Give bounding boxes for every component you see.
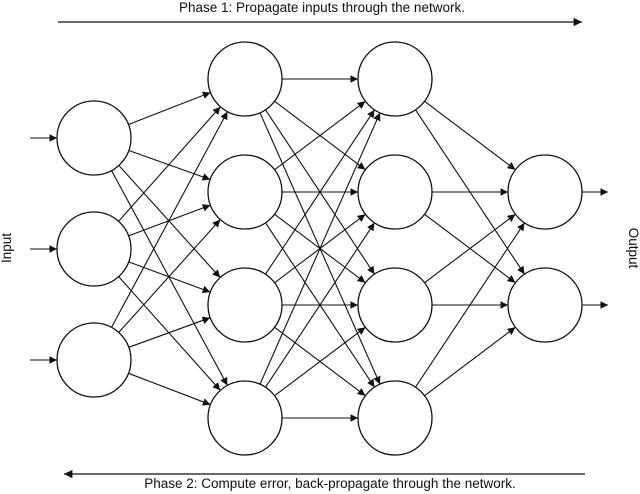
hidden2-neuron-1 xyxy=(357,41,433,117)
phase2-label: Phase 2: Compute error, back-propagate t… xyxy=(144,476,515,491)
connection-l3-3-to-1 xyxy=(424,213,516,284)
io-arrows xyxy=(30,134,608,364)
output-neuron-2 xyxy=(507,267,583,343)
input-label: Input xyxy=(0,233,14,263)
connection-l3-4-to-2 xyxy=(424,326,516,397)
connection-l3-1-to-1 xyxy=(424,100,516,171)
connection-l2-4-to-2 xyxy=(265,222,375,388)
hidden1-neuron-3 xyxy=(207,267,283,343)
phase1-label: Phase 1: Propagate inputs through the ne… xyxy=(179,0,465,15)
connection-l1-1-to-1 xyxy=(128,91,211,126)
connection-l2-4-to-1 xyxy=(259,112,381,385)
hidden1-neuron-4 xyxy=(207,380,283,456)
connection-l2-4-to-3 xyxy=(274,326,366,397)
connection-l1-2-to-3 xyxy=(128,261,211,294)
connection-l1-3-to-4 xyxy=(128,372,211,406)
connection-l1-3-to-2 xyxy=(118,219,221,333)
connection-l1-1-to-3 xyxy=(118,165,221,278)
connection-l2-3-to-1 xyxy=(265,109,375,275)
output-neuron-1 xyxy=(507,154,583,230)
connection-l1-2-to-1 xyxy=(118,106,221,222)
connection-l1-2-to-4 xyxy=(118,276,221,391)
hidden1-neuron-1 xyxy=(207,41,283,117)
connection-l1-1-to-2 xyxy=(128,149,211,181)
hidden2-neuron-4 xyxy=(357,380,433,456)
connection-l2-2-to-1 xyxy=(274,100,366,171)
connection-l3-4-to-1 xyxy=(415,222,525,388)
connections xyxy=(111,75,525,422)
hidden2-neuron-3 xyxy=(357,267,433,343)
neurons xyxy=(56,41,583,456)
connection-l1-3-to-1 xyxy=(111,111,228,328)
connection-l1-1-to-4 xyxy=(111,170,228,386)
input-neuron-3 xyxy=(56,322,132,398)
input-neuron-2 xyxy=(56,211,132,287)
hidden2-neuron-2 xyxy=(357,154,433,230)
input-neuron-1 xyxy=(56,100,132,176)
connection-l1-3-to-3 xyxy=(128,316,211,348)
output-label: Output xyxy=(626,228,640,269)
hidden1-neuron-2 xyxy=(207,154,283,230)
